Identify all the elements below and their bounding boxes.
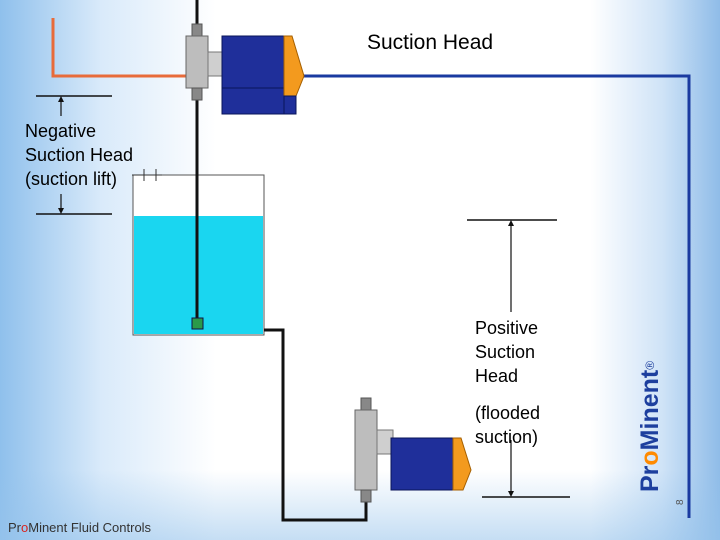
lower-suction-pipe bbox=[264, 328, 368, 522]
page-number: 8 bbox=[675, 499, 686, 505]
positive-head-dimension bbox=[467, 219, 570, 498]
upper-discharge-pipe bbox=[51, 18, 190, 78]
lower-pump bbox=[354, 397, 472, 503]
flooded-suction-label: (flooded suction) bbox=[475, 403, 541, 447]
footer-brand-text: ProMinent Fluid Controls bbox=[8, 520, 151, 535]
logo-part1: Pr bbox=[636, 465, 664, 492]
prominent-logo: ProMinent® bbox=[633, 332, 667, 492]
lower-discharge-pipe bbox=[298, 74, 691, 518]
upper-pump bbox=[185, 23, 305, 115]
footer-brand-part1: Pr bbox=[8, 520, 21, 535]
negative-suction-head-label: Negative Suction Head (suction lift) bbox=[25, 121, 134, 189]
footer-brand-part2: Minent Fluid Controls bbox=[28, 520, 152, 535]
footer-brand-o: o bbox=[21, 520, 29, 535]
foot-valve bbox=[191, 317, 204, 330]
logo-part2: Minent bbox=[636, 369, 664, 451]
logo-o: o bbox=[636, 450, 664, 466]
slide-title: Suction Head bbox=[367, 31, 494, 54]
logo-registered-mark: ® bbox=[643, 360, 657, 370]
negative-head-dimension bbox=[36, 95, 162, 215]
positive-suction-head-label: Positive Suction Head bbox=[475, 318, 539, 386]
